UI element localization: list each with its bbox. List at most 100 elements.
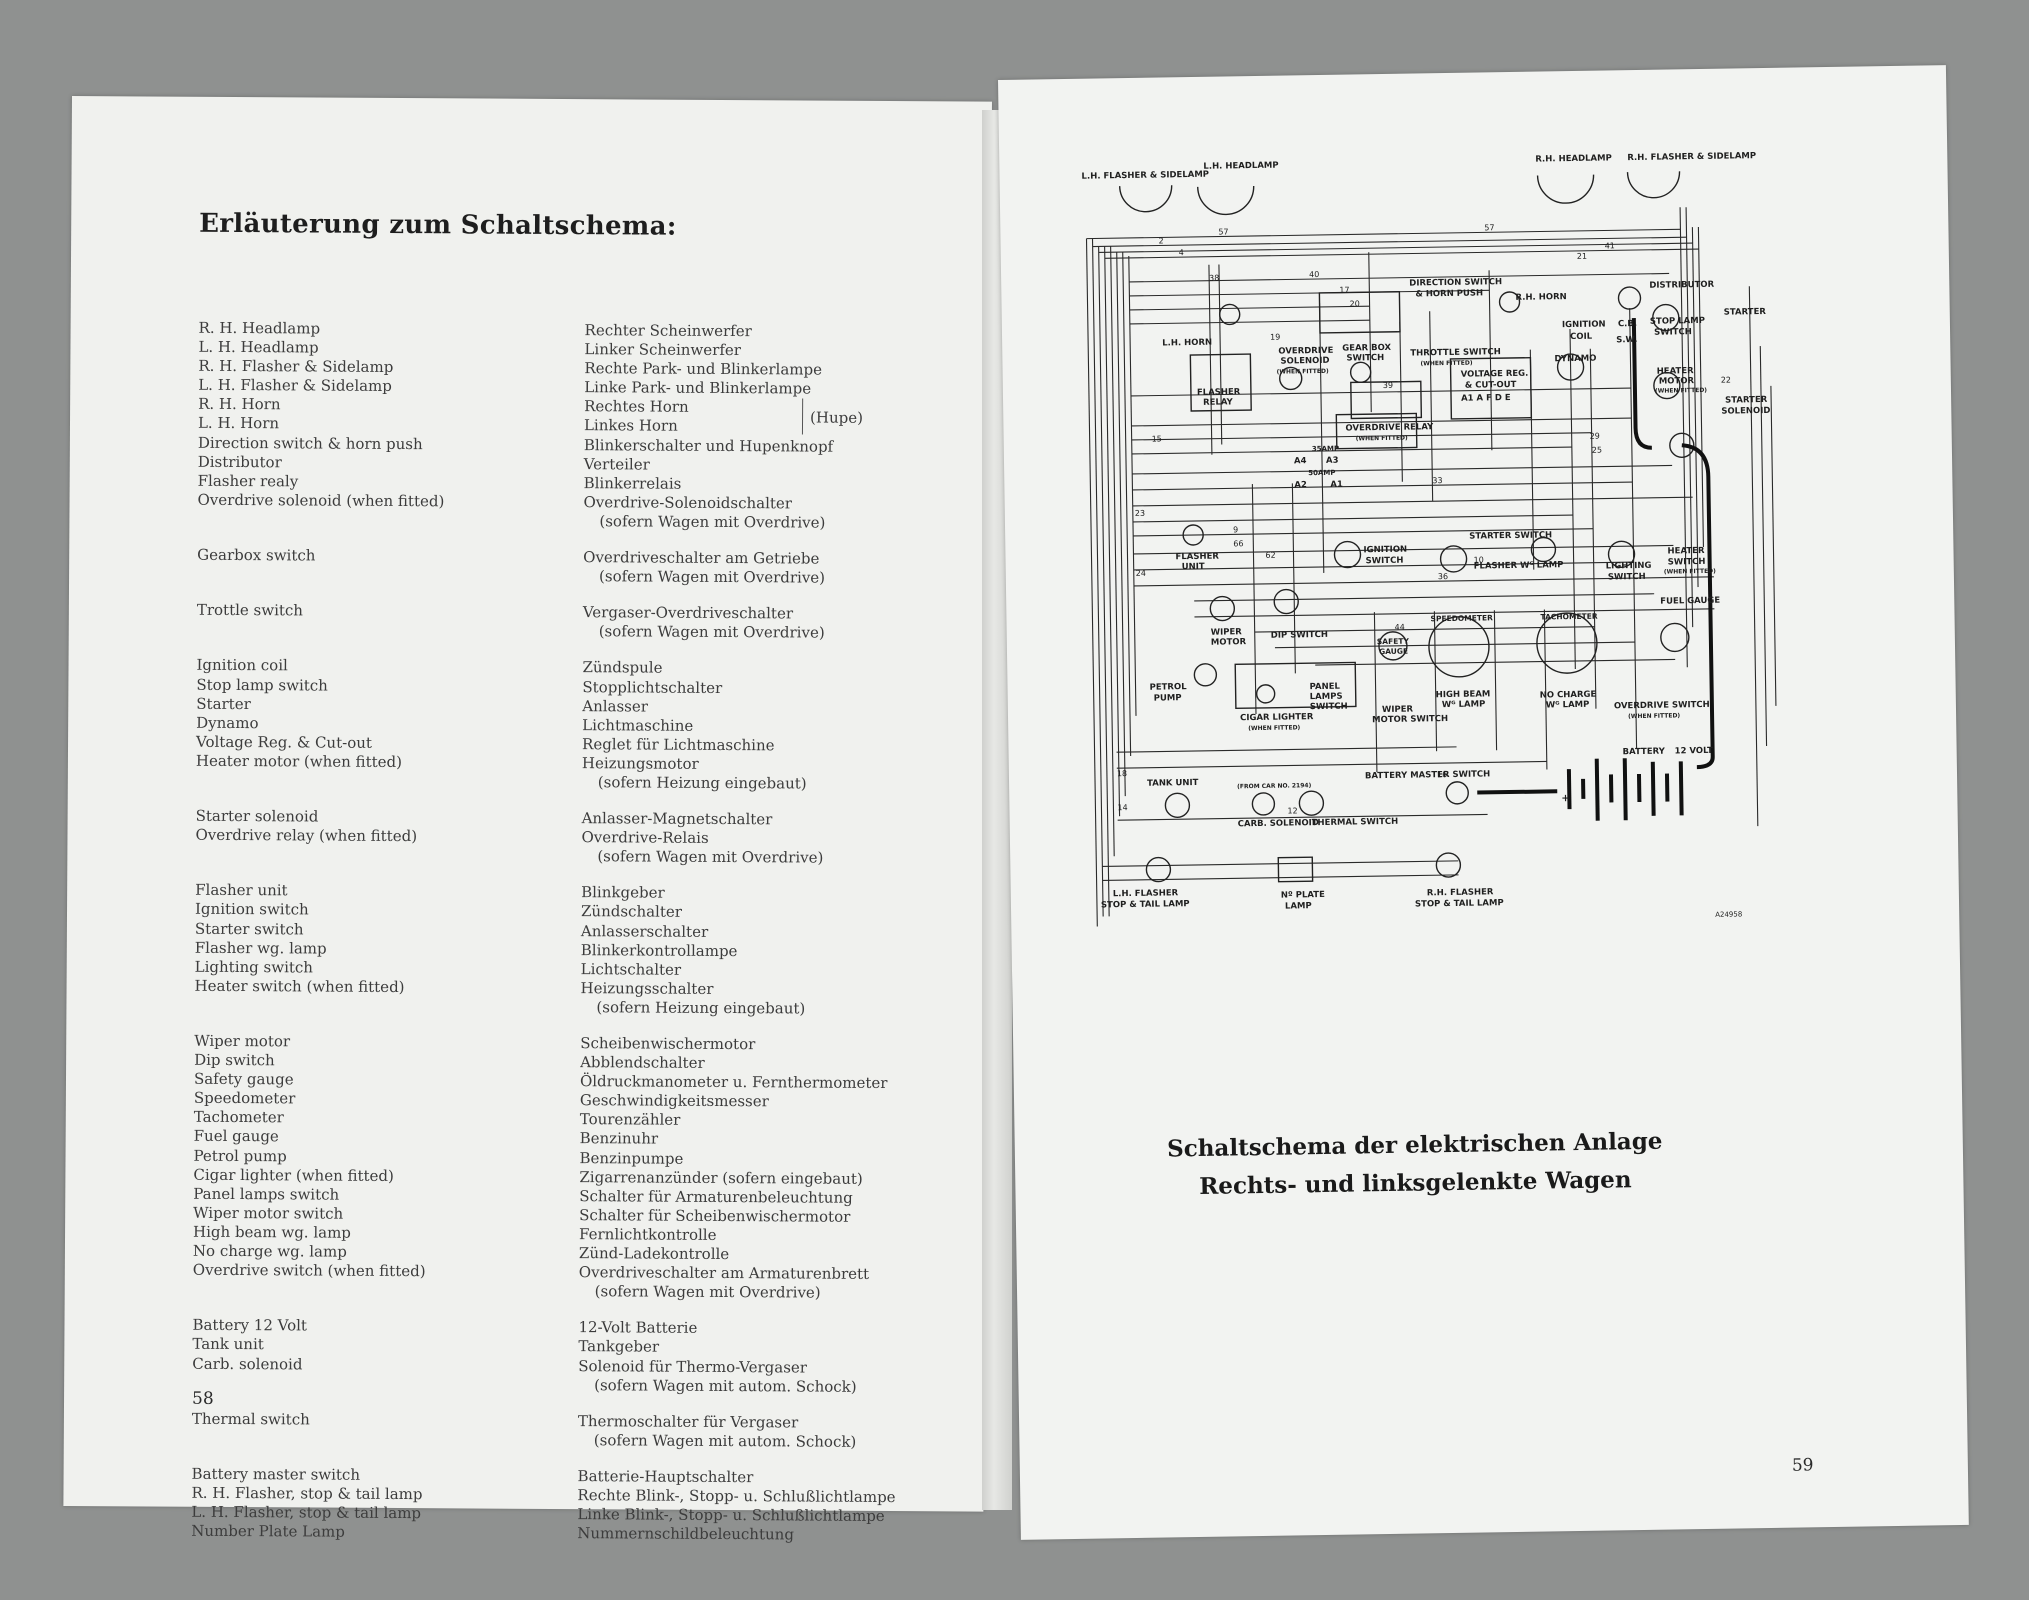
lbl-from-car: (FROM CAR NO. 2194) <box>1237 782 1312 790</box>
legend-german: (sofern Wagen mit Overdrive) <box>594 1282 821 1302</box>
lbl-cut-out: & CUT-OUT <box>1465 380 1517 391</box>
legend-row: (sofern Heizung eingebaut) <box>196 771 956 795</box>
legend-row: (sofern Wagen mit autom. Schock) <box>192 1429 952 1453</box>
wire-19: 19 <box>1270 333 1280 342</box>
lbl-sw: S.W. <box>1616 335 1637 345</box>
wire-29: 29 <box>1590 432 1600 441</box>
lbl-flasher-unit-2: UNIT <box>1182 562 1205 572</box>
lbl-voltage-reg: VOLTAGE REG. <box>1461 369 1529 380</box>
legend-german: Nummernschildbeleuchtung <box>577 1524 795 1544</box>
lbl-gear-box-2: SWITCH <box>1346 353 1384 364</box>
wire-23: 23 <box>1135 509 1145 518</box>
legend-english: Direction switch & horn push <box>197 433 423 453</box>
lbl-wiper-motor-switch-2: MOTOR SWITCH <box>1372 714 1448 725</box>
lbl-ignition-switch-2: SWITCH <box>1366 556 1404 567</box>
legend-row: (sofern Wagen mit Overdrive) <box>197 620 957 644</box>
caption-line-2: Rechts- und linksgelenkte Wagen <box>1198 1166 1632 1200</box>
legend-english: Heater motor (when fitted) <box>195 751 403 771</box>
legend-german: Verteiler <box>583 454 650 474</box>
legend-row: (sofern Wagen mit autom. Schock) <box>192 1373 952 1397</box>
lbl-starter: STARTER <box>1724 307 1767 318</box>
wire-12: 12 <box>1287 806 1297 815</box>
wire-25: 25 <box>1592 446 1602 455</box>
legend-english: Panel lamps switch <box>193 1184 340 1204</box>
lbl-lh-flasher-sidelamp: L.H. FLASHER & SIDELAMP <box>1081 170 1209 182</box>
lbl-lh-rear: L.H. FLASHER <box>1113 888 1179 899</box>
lbl-heater-switch-3: (WHEN FITTED) <box>1664 568 1716 576</box>
legend-english: Distributor <box>197 452 282 471</box>
legend-english: Starter <box>196 694 251 713</box>
legend-english: Dip switch <box>194 1050 275 1070</box>
legend-german: Solenoid für Thermo-Vergaser <box>578 1356 808 1377</box>
legend-english: Overdrive solenoid (when fitted) <box>197 490 445 511</box>
legend-german: Zigarrenanzünder (sofern eingebaut) <box>579 1167 863 1188</box>
legend-german: Overdrive-Relais <box>581 828 709 848</box>
lbl-heater-motor-2: MOTOR <box>1659 376 1695 387</box>
wire-17: 17 <box>1339 286 1349 295</box>
legend-german: Reglet für Lichtmaschine <box>581 734 775 755</box>
legend-english: R. H. Horn <box>198 395 281 414</box>
lbl-rh-rear: R.H. FLASHER <box>1427 887 1494 898</box>
legend-english: Starter solenoid <box>195 806 319 826</box>
legend-german: Zündspule <box>582 658 663 678</box>
legend-german: Overdriveschalter am Armaturenbrett <box>578 1263 870 1284</box>
lbl-overdrive-solenoid-3: (WHEN FITTED) <box>1277 368 1329 376</box>
legend-row: (sofern Wagen mit Overdrive) <box>195 845 955 869</box>
legend-english: L. H. Horn <box>197 414 280 433</box>
legend-german: Scheibenwischermotor <box>580 1034 756 1054</box>
lbl-thermal-switch: THERMAL SWITCH <box>1312 817 1399 828</box>
wire-18: 18 <box>1117 769 1127 778</box>
wire-38: 38 <box>1209 274 1219 283</box>
legend-english: High beam wg. lamp <box>193 1222 351 1242</box>
legend-german: Anlasser <box>582 696 649 716</box>
lbl-rh-horn: R.H. HORN <box>1515 292 1566 303</box>
lbl-flasher-wg-lamp: FLASHER Wᴳ LAMP <box>1474 560 1564 571</box>
lbl-throttle-2: (WHEN FITTED) <box>1420 360 1472 368</box>
lbl-panel-lamps-2: LAMPS <box>1310 692 1343 703</box>
legend-english: Battery master switch <box>191 1464 361 1484</box>
wire-44: 44 <box>1395 623 1405 632</box>
legend-german: Heizungsschalter <box>580 978 714 998</box>
legend-german: Rechter Scheinwerfer <box>584 321 752 341</box>
legend-english: Thermal switch <box>191 1409 310 1429</box>
lbl-battery: BATTERY <box>1623 747 1666 758</box>
lbl-starter-solenoid-2: SOLENOID <box>1721 406 1770 417</box>
lbl-no-charge: NO CHARGE <box>1540 690 1597 701</box>
wire-24: 24 <box>1136 569 1146 578</box>
lbl-fuse-a1: A1 <box>1330 480 1343 490</box>
legend-german: Thermoschalter für Vergaser <box>577 1411 799 1432</box>
lbl-cb: C.B. <box>1618 319 1637 329</box>
legend-english: Wiper motor switch <box>193 1203 344 1223</box>
legend-english: R. H. Headlamp <box>198 318 321 338</box>
legend-german: 12-Volt Batterie <box>578 1318 698 1338</box>
legend-german: Rechtes Horn <box>584 397 689 417</box>
lbl-heater-motor: HEATER <box>1657 366 1695 377</box>
lbl-overdrive-switch: OVERDRIVE SWITCH <box>1614 700 1710 712</box>
legend-english: Overdrive switch (when fitted) <box>192 1260 426 1281</box>
legend-german: Fernlichtkontrolle <box>579 1225 717 1244</box>
legend-row: (sofern Wagen mit Overdrive) <box>197 510 957 534</box>
legend-german: Linker Scheinwerfer <box>584 340 741 360</box>
legend-english: Fuel gauge <box>193 1127 279 1146</box>
legend-english: Dynamo <box>196 713 259 732</box>
wire-15: 15 <box>1152 434 1162 443</box>
lbl-heater-switch-2: SWITCH <box>1668 557 1706 568</box>
legend-german: Stopplichtschalter <box>582 677 723 697</box>
lbl-flasher-relay: FLASHER <box>1197 387 1241 398</box>
lbl-overdrive-relay: OVERDRIVE RELAY <box>1345 422 1434 433</box>
legend-german: Anlasserschalter <box>580 921 709 941</box>
legend-english: Wiper motor <box>194 1031 291 1051</box>
legend-german: Geschwindigkeitsmesser <box>579 1091 769 1111</box>
legend-english: Tachometer <box>193 1108 284 1127</box>
right-page: L.H. FLASHER & SIDELAMP L.H. HEADLAMP R.… <box>998 65 1969 1540</box>
page-number-left: 58 <box>191 1388 214 1409</box>
legend-german: (sofern Wagen mit Overdrive) <box>599 512 826 532</box>
legend-english: Gearbox switch <box>197 545 316 565</box>
lbl-distributor: DISTRIBUTOR <box>1649 280 1714 291</box>
wire-4: 4 <box>1179 248 1184 257</box>
legend-german: Linke Park- und Blinkerlampe <box>584 378 812 398</box>
legend-german: (sofern Heizung eingebaut) <box>596 998 806 1018</box>
legend-english: L. H. Headlamp <box>198 337 319 357</box>
